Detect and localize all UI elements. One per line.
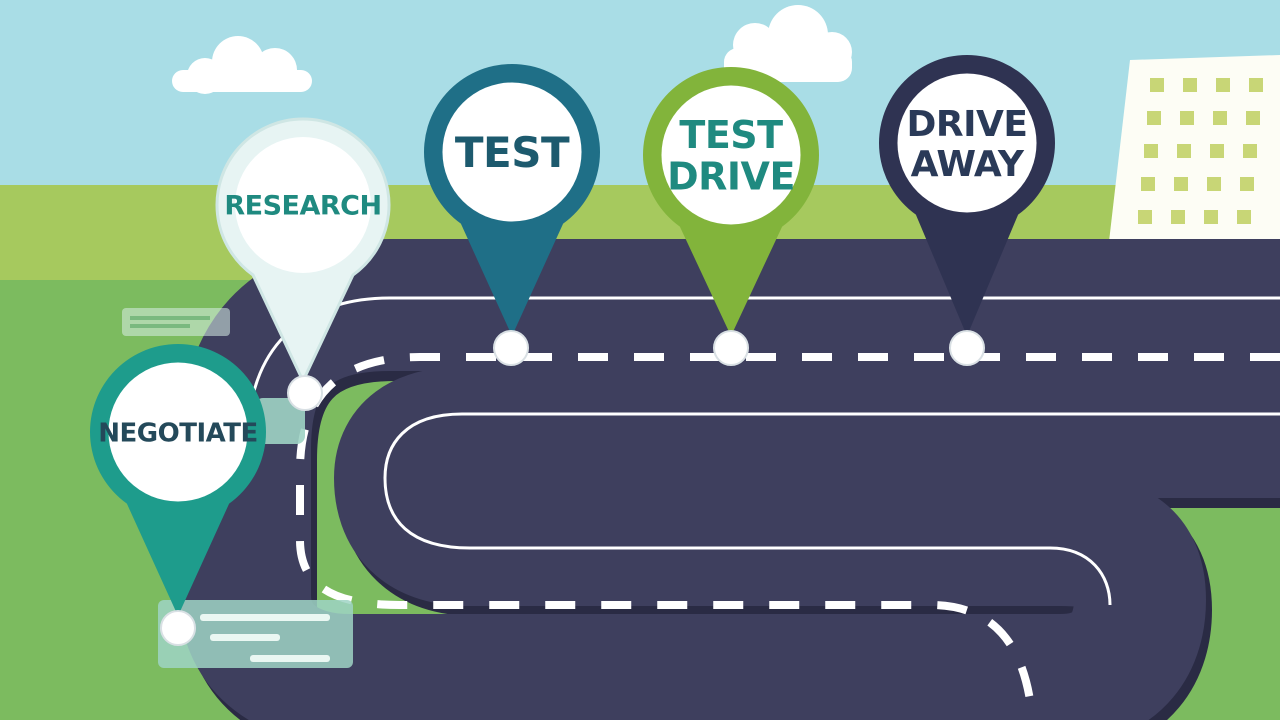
pin-label: DRIVE bbox=[907, 104, 1028, 145]
pin-anchor-dot bbox=[713, 330, 749, 366]
pin-label: NEGOTIATE bbox=[98, 418, 257, 448]
road-sign-top bbox=[122, 308, 230, 336]
building-window bbox=[1141, 177, 1155, 191]
pin-research: RESEARCH bbox=[215, 117, 391, 411]
pin-anchor-dot bbox=[949, 330, 985, 366]
building-window bbox=[1171, 210, 1185, 224]
building-window bbox=[1207, 177, 1221, 191]
building-window bbox=[1180, 111, 1194, 125]
building-window bbox=[1210, 144, 1224, 158]
building-window bbox=[1177, 144, 1191, 158]
building-window bbox=[1249, 78, 1263, 92]
pin-label: DRIVE bbox=[667, 155, 795, 199]
pin-face bbox=[108, 362, 248, 502]
building-window bbox=[1144, 144, 1158, 158]
building-window bbox=[1174, 177, 1188, 191]
building-window bbox=[1150, 78, 1164, 92]
building-window bbox=[1138, 210, 1152, 224]
pin-anchor-dot bbox=[160, 610, 196, 646]
building-window bbox=[1213, 111, 1227, 125]
building-window bbox=[1240, 177, 1254, 191]
cloud-left bbox=[172, 36, 312, 94]
pin-face bbox=[442, 82, 582, 222]
road-surface bbox=[179, 239, 1280, 720]
building-window bbox=[1216, 78, 1230, 92]
building-window bbox=[1237, 210, 1251, 224]
pin-face bbox=[235, 137, 371, 273]
road-lane-dashes bbox=[296, 353, 1280, 701]
building-window bbox=[1183, 78, 1197, 92]
building-window bbox=[1243, 144, 1257, 158]
pin-test: TEST bbox=[424, 64, 600, 366]
pin-anchor-dot bbox=[287, 375, 323, 411]
pin-label: AWAY bbox=[911, 144, 1025, 185]
road-sign-bottom bbox=[158, 600, 353, 668]
building-windows bbox=[1138, 78, 1263, 224]
pin-label: TEST bbox=[455, 128, 570, 177]
sky bbox=[0, 0, 1280, 200]
road-inner-edge bbox=[383, 412, 1280, 606]
winding-road bbox=[179, 239, 1280, 720]
building-window bbox=[1246, 111, 1260, 125]
pin-face bbox=[661, 85, 801, 225]
building bbox=[1104, 55, 1280, 285]
pin-label: TEST bbox=[679, 113, 783, 157]
pin-face bbox=[897, 73, 1037, 213]
building-window bbox=[1204, 210, 1218, 224]
cloud-right bbox=[724, 5, 852, 82]
pin-anchor-dot bbox=[493, 330, 529, 366]
pin-label: RESEARCH bbox=[224, 191, 381, 222]
road-sign-middle bbox=[255, 398, 305, 444]
building-window bbox=[1147, 111, 1161, 125]
pin-negotiate: NEGOTIATE bbox=[90, 344, 267, 646]
